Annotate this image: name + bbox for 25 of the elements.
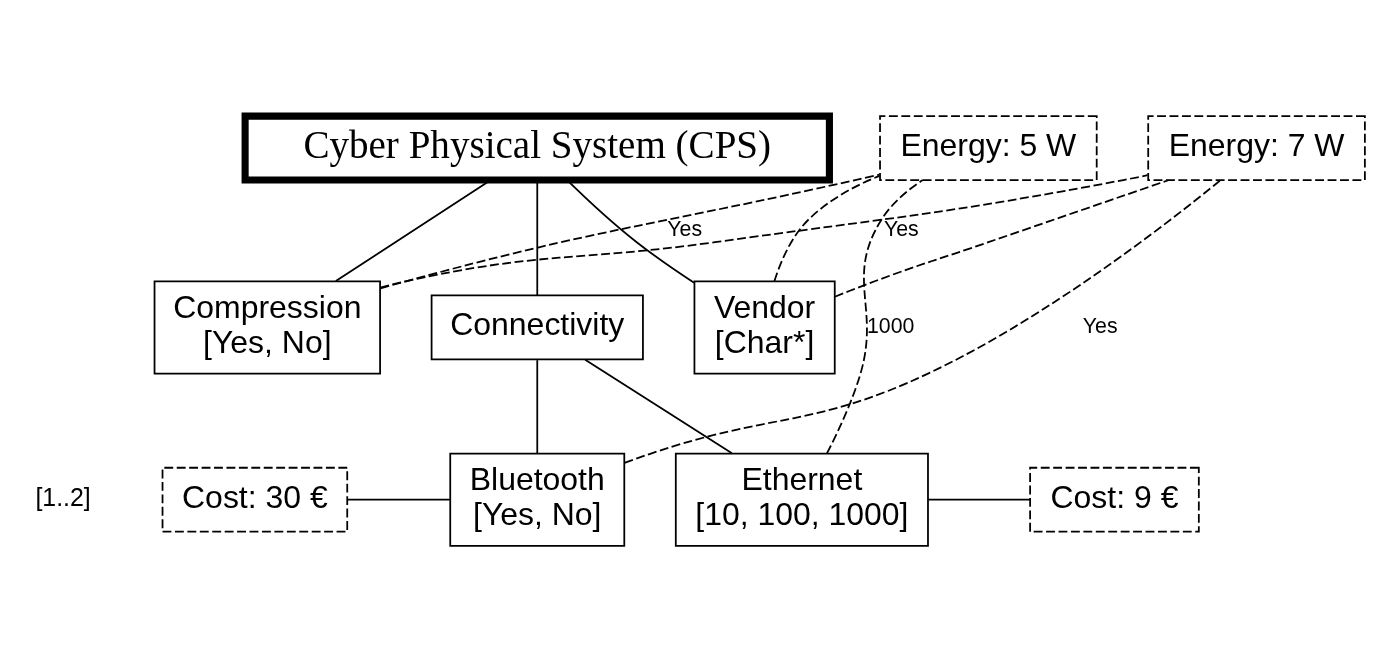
edge-label: 1000 <box>866 313 915 338</box>
edge-label: Yes <box>667 216 703 241</box>
node-box: Energy: 7 W <box>1147 114 1366 181</box>
connector <box>623 178 1222 464</box>
connector <box>834 178 1170 298</box>
node-box: Energy: 5 W <box>879 114 1098 181</box>
node-box: Cyber Physical System (CPS) <box>241 112 833 184</box>
connector <box>379 173 881 289</box>
node-box: Compression [Yes, No] <box>153 279 381 374</box>
connector <box>927 498 1031 501</box>
node-box: Connectivity <box>430 294 644 360</box>
label: [1..2] <box>35 482 91 511</box>
node-box: Bluetooth [Yes, No] <box>449 452 626 547</box>
node-box: Cost: 9 € <box>1029 466 1200 533</box>
node-box: Cost: 30 € <box>161 466 349 533</box>
connector <box>379 173 1149 288</box>
connector <box>536 358 539 454</box>
edge-label: Yes <box>883 216 919 241</box>
node-box: Ethernet [10, 100, 1000] <box>674 452 929 547</box>
connector <box>346 498 451 501</box>
connector <box>584 358 733 454</box>
edge-label: Yes <box>1082 313 1118 338</box>
connector <box>773 174 881 282</box>
connector <box>826 178 924 454</box>
node-box: Vendor [Char*] <box>693 279 836 374</box>
